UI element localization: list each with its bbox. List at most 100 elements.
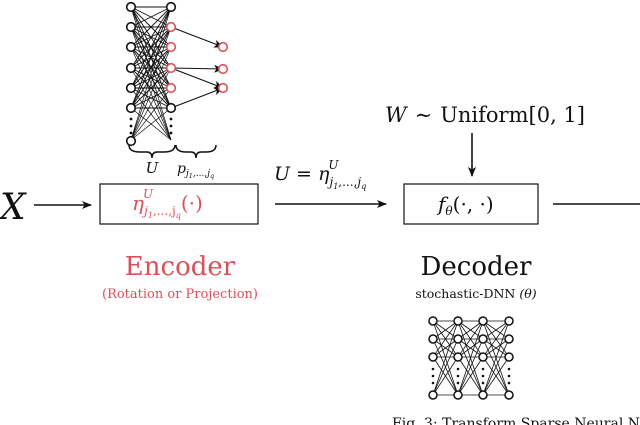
encoder-subtitle: (Rotation or Projection) bbox=[102, 287, 258, 302]
decoder-node bbox=[453, 334, 463, 344]
decoder-network-icon bbox=[428, 316, 514, 400]
encoder-node bbox=[165, 82, 177, 94]
ellipsis-dot bbox=[456, 367, 460, 371]
decoder-edge bbox=[432, 320, 459, 340]
decoder-edge bbox=[432, 320, 459, 358]
decoder-edge bbox=[432, 320, 459, 396]
brace-right-icon bbox=[175, 144, 217, 159]
encoder-edge bbox=[130, 107, 172, 141]
figure-caption: Fig. 3: Transform Sparse Neural Network … bbox=[392, 416, 640, 425]
encoder-node bbox=[165, 41, 177, 53]
encoder-box bbox=[99, 183, 259, 225]
decoder-box bbox=[403, 183, 539, 225]
decoder-edge bbox=[457, 356, 484, 396]
decoder-edge bbox=[482, 320, 510, 340]
decoder-edge bbox=[457, 320, 484, 340]
decoder-edge bbox=[482, 320, 510, 358]
noise-label: W∼Uniform[0, 1] bbox=[385, 103, 585, 127]
decoder-node bbox=[428, 316, 438, 326]
encoder-edge bbox=[130, 6, 172, 28]
ellipsis-dot bbox=[169, 131, 173, 135]
decoder-edge bbox=[432, 338, 459, 358]
encoder-edge bbox=[130, 67, 172, 109]
ellipsis-dot bbox=[456, 374, 460, 378]
input-x-label: X bbox=[0, 187, 27, 228]
decoder-function: fθ(·, ·) bbox=[436, 192, 494, 218]
encoder-title: Encoder bbox=[125, 252, 236, 282]
decoder-edge bbox=[482, 320, 510, 396]
decoder-node bbox=[428, 334, 438, 344]
encoder-node bbox=[165, 62, 177, 74]
encoder-edge bbox=[130, 67, 172, 141]
decoder-edge bbox=[457, 338, 484, 396]
ellipsis-dot bbox=[169, 124, 173, 128]
decoder-node bbox=[478, 334, 488, 344]
encoder-edge bbox=[170, 87, 224, 109]
encoder-node bbox=[165, 102, 177, 114]
encoder-edge bbox=[170, 64, 224, 73]
encoder-node bbox=[125, 102, 137, 114]
decoder-node bbox=[478, 352, 488, 362]
decoder-node bbox=[453, 352, 463, 362]
encoder-network-icon bbox=[125, 1, 229, 147]
encoder-node bbox=[217, 82, 229, 94]
ellipsis-dot bbox=[431, 381, 435, 385]
ellipsis-dot bbox=[431, 374, 435, 378]
decoder-edge bbox=[432, 338, 459, 396]
ellipsis-dot bbox=[507, 381, 511, 385]
decoder-node bbox=[478, 390, 488, 400]
decoder-node bbox=[428, 352, 438, 362]
decoder-edge bbox=[457, 338, 484, 358]
encoder-edge bbox=[170, 26, 224, 48]
ellipsis-dot bbox=[481, 381, 485, 385]
encoder-node bbox=[125, 135, 137, 147]
encoder-edge bbox=[130, 6, 172, 48]
decoder-edge bbox=[457, 320, 484, 358]
encoder-node bbox=[165, 1, 177, 13]
encoder-node bbox=[217, 63, 229, 75]
encoder-node bbox=[217, 41, 229, 53]
decoder-subtitle: stochastic-DNN(θ) bbox=[415, 286, 536, 301]
encoder-edge bbox=[130, 87, 172, 109]
encoder-edge bbox=[130, 87, 172, 141]
ellipsis-dot bbox=[481, 367, 485, 371]
decoder-edge bbox=[432, 356, 459, 396]
encoder-edge bbox=[130, 46, 172, 109]
encoder-node bbox=[165, 21, 177, 33]
decoder-edge bbox=[482, 338, 510, 358]
encoder-edge bbox=[130, 6, 172, 109]
encoder-node bbox=[125, 82, 137, 94]
decoder-edge bbox=[457, 320, 484, 396]
encoder-edge bbox=[130, 46, 172, 141]
encoder-edge bbox=[130, 6, 172, 89]
ellipsis-dot bbox=[431, 367, 435, 371]
encoder-edge bbox=[130, 26, 172, 141]
encoder-edge bbox=[130, 6, 172, 141]
ellipsis-dot bbox=[456, 381, 460, 385]
encoder-node bbox=[125, 41, 137, 53]
ellipsis-dot bbox=[169, 117, 173, 121]
decoder-node bbox=[504, 334, 514, 344]
decoder-edge bbox=[482, 338, 510, 396]
encoder-node bbox=[125, 1, 137, 13]
decoder-edge bbox=[482, 356, 510, 396]
encoder-edge bbox=[170, 67, 224, 89]
ellipsis-dot bbox=[129, 131, 133, 135]
brace-left-label: U bbox=[146, 159, 160, 177]
encoder-node bbox=[125, 62, 137, 74]
ellipsis-dot bbox=[129, 124, 133, 128]
ellipsis-dot bbox=[507, 367, 511, 371]
ellipsis-dot bbox=[481, 374, 485, 378]
ellipsis-dot bbox=[507, 374, 511, 378]
encoder-node bbox=[125, 21, 137, 33]
encoder-edge bbox=[130, 26, 172, 109]
encoder-edge bbox=[130, 6, 172, 69]
decoder-node bbox=[504, 390, 514, 400]
brace-left-icon bbox=[128, 144, 176, 159]
decoder-node bbox=[504, 316, 514, 326]
decoder-node bbox=[453, 390, 463, 400]
decoder-node bbox=[428, 390, 438, 400]
